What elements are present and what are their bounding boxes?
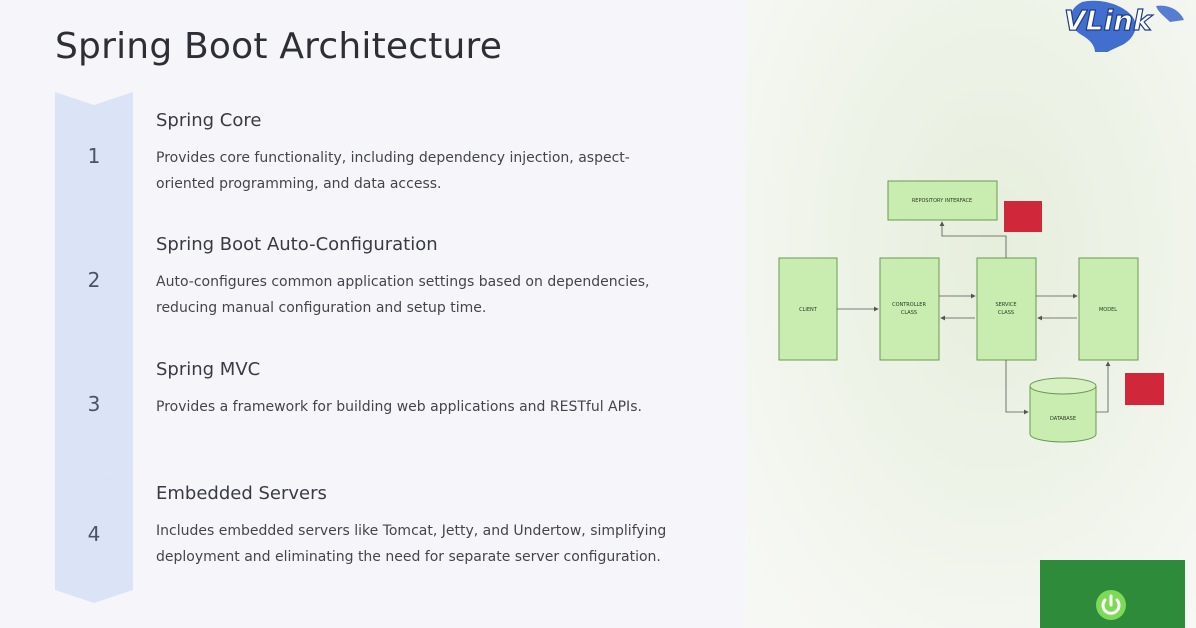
repository-interface-box <box>887 180 998 221</box>
step-2-desc-line-2: reducing manual configuration and setup … <box>156 300 487 316</box>
model-label: MODEL <box>1099 307 1117 313</box>
step-3-chevron <box>55 340 133 478</box>
step-1-description: Provides core functionality, including d… <box>156 145 716 197</box>
step-1-title: Spring Core <box>156 110 262 131</box>
step-3-title: Spring MVC <box>156 359 261 380</box>
controller-class-box <box>879 257 940 361</box>
step-4-desc-line-2: deployment and eliminating the need for … <box>156 549 661 565</box>
repository-interface-label: REPOSITORY INTERFACE <box>912 198 972 204</box>
step-1-chevron <box>55 92 133 230</box>
step-4-chevron <box>55 465 133 603</box>
service-label-line-1: SERVICE <box>995 302 1016 308</box>
annotation-note-top <box>1004 201 1042 232</box>
step-1-number: 1 <box>87 144 101 168</box>
step-3-number: 3 <box>87 392 101 416</box>
step-1-desc-line-1: Provides core functionality, including d… <box>156 150 630 166</box>
step-2-number: 2 <box>87 268 101 292</box>
controller-label-line-2: CLASS <box>901 310 917 316</box>
step-4-description: Includes embedded servers like Tomcat, J… <box>156 518 716 570</box>
step-4-number: 4 <box>87 522 101 546</box>
diagram-connectors <box>837 221 1111 415</box>
service-label-line-2: CLASS <box>998 310 1014 316</box>
database-cylinder <box>1029 377 1097 443</box>
step-3-desc-line-1: Provides a framework for building web ap… <box>156 399 642 415</box>
step-2-chevron <box>55 216 133 354</box>
service-class-box <box>976 257 1037 361</box>
controller-label-line-1: CONTROLLER <box>892 302 926 308</box>
vlink-logo: VLink <box>1063 0 1184 52</box>
client-label: CLIENT <box>799 307 818 313</box>
step-2-desc-line-1: Auto-configures common application setti… <box>156 274 650 290</box>
architecture-diagram: REPOSITORY INTERFACE CLIENT CONTROLLER C… <box>778 180 1164 443</box>
step-4-desc-line-1: Includes embedded servers like Tomcat, J… <box>156 523 667 539</box>
spring-power-icon <box>1096 590 1126 620</box>
step-4-title: Embedded Servers <box>156 483 327 504</box>
database-label: DATABASE <box>1050 416 1076 422</box>
step-1-desc-line-2: oriented programming, and data access. <box>156 176 442 192</box>
step-3-description: Provides a framework for building web ap… <box>156 394 716 420</box>
step-2-title: Spring Boot Auto-Configuration <box>156 234 438 255</box>
client-box <box>778 257 838 361</box>
step-2-description: Auto-configures common application setti… <box>156 269 716 321</box>
logo-text: VLink <box>1064 4 1154 37</box>
model-box <box>1078 257 1139 361</box>
slide-title: Spring Boot Architecture <box>55 26 503 67</box>
annotation-note-bottom <box>1125 373 1164 405</box>
